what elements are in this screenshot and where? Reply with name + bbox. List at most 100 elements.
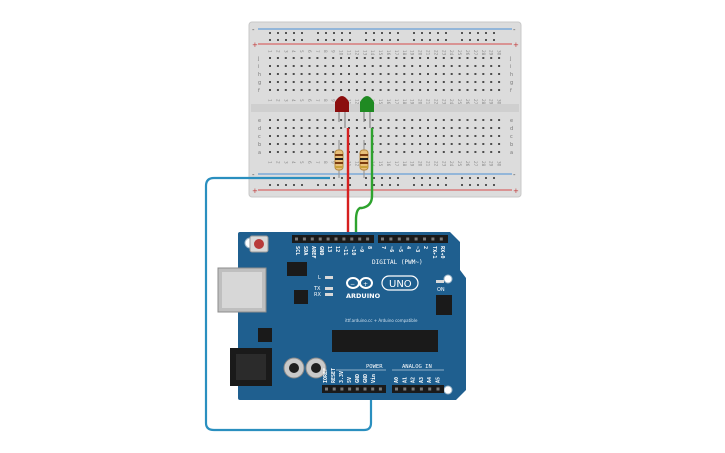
breadboard-hole[interactable] — [434, 127, 437, 129]
rail-hole[interactable] — [485, 32, 487, 34]
breadboard-hole[interactable] — [324, 143, 327, 145]
breadboard-hole[interactable] — [300, 119, 303, 121]
header-pin[interactable] — [340, 387, 344, 391]
breadboard-hole[interactable] — [379, 143, 382, 145]
breadboard-hole[interactable] — [466, 143, 469, 145]
breadboard-hole[interactable] — [292, 73, 295, 75]
breadboard-hole[interactable] — [269, 57, 271, 59]
breadboard-hole[interactable] — [387, 81, 390, 83]
header-pin[interactable] — [332, 387, 336, 391]
breadboard-hole[interactable] — [276, 73, 279, 75]
breadboard-hole[interactable] — [269, 81, 271, 83]
rail-hole[interactable] — [381, 32, 383, 34]
resistor-1[interactable] — [334, 140, 344, 178]
breadboard-hole[interactable] — [490, 89, 493, 91]
breadboard-hole[interactable] — [316, 81, 319, 83]
breadboard-hole[interactable] — [332, 135, 335, 137]
rail-hole[interactable] — [317, 39, 319, 41]
breadboard-hole[interactable] — [269, 73, 271, 75]
breadboard-hole[interactable] — [482, 151, 485, 153]
breadboard-hole[interactable] — [340, 127, 343, 129]
breadboard-hole[interactable] — [340, 135, 343, 137]
rail-hole[interactable] — [277, 184, 279, 186]
breadboard-hole[interactable] — [395, 65, 398, 67]
breadboard-hole[interactable] — [269, 65, 271, 67]
rail-hole[interactable] — [285, 39, 287, 41]
breadboard-hole[interactable] — [450, 119, 453, 121]
rail-hole[interactable] — [333, 39, 335, 41]
breadboard-hole[interactable] — [348, 57, 350, 59]
rail-hole[interactable] — [389, 39, 391, 41]
breadboard-hole[interactable] — [474, 119, 477, 121]
breadboard-hole[interactable] — [450, 135, 453, 137]
breadboard-hole[interactable] — [308, 127, 311, 129]
breadboard-hole[interactable] — [427, 65, 429, 67]
breadboard-hole[interactable] — [379, 127, 382, 129]
breadboard-hole[interactable] — [387, 73, 390, 75]
breadboard-hole[interactable] — [355, 65, 358, 67]
rail-hole[interactable] — [381, 184, 383, 186]
rail-hole[interactable] — [365, 39, 367, 41]
breadboard-hole[interactable] — [284, 127, 287, 129]
breadboard-hole[interactable] — [355, 135, 358, 137]
breadboard-hole[interactable] — [316, 143, 319, 145]
breadboard-hole[interactable] — [363, 73, 366, 75]
breadboard-hole[interactable] — [442, 127, 445, 129]
breadboard-hole[interactable] — [340, 57, 343, 59]
green-led[interactable] — [360, 96, 374, 128]
rail-hole[interactable] — [349, 177, 351, 179]
rail-hole[interactable] — [341, 32, 343, 34]
breadboard-hole[interactable] — [316, 119, 319, 121]
breadboard-hole[interactable] — [442, 81, 445, 83]
breadboard-hole[interactable] — [474, 73, 477, 75]
breadboard-hole[interactable] — [419, 57, 422, 59]
breadboard-hole[interactable] — [355, 81, 358, 83]
breadboard-hole[interactable] — [269, 151, 271, 153]
breadboard-hole[interactable] — [482, 119, 485, 121]
breadboard-hole[interactable] — [419, 73, 422, 75]
breadboard-hole[interactable] — [395, 57, 398, 59]
breadboard-hole[interactable] — [395, 135, 398, 137]
header-pin[interactable] — [371, 387, 375, 391]
header-pin[interactable] — [363, 387, 367, 391]
breadboard-hole[interactable] — [363, 57, 366, 59]
breadboard-hole[interactable] — [442, 151, 445, 153]
rail-hole[interactable] — [285, 32, 287, 34]
breadboard-hole[interactable] — [276, 151, 279, 153]
breadboard-hole[interactable] — [442, 89, 445, 91]
breadboard-hole[interactable] — [379, 73, 382, 75]
rail-hole[interactable] — [293, 184, 295, 186]
breadboard-hole[interactable] — [387, 65, 390, 67]
rail-hole[interactable] — [493, 39, 495, 41]
header-pin[interactable] — [366, 237, 370, 241]
breadboard-hole[interactable] — [482, 65, 485, 67]
breadboard-hole[interactable] — [458, 127, 461, 129]
header-pin[interactable] — [436, 387, 440, 391]
breadboard-hole[interactable] — [411, 65, 414, 67]
breadboard-hole[interactable] — [292, 89, 295, 91]
breadboard-hole[interactable] — [403, 65, 406, 67]
breadboard-hole[interactable] — [450, 127, 453, 129]
breadboard-hole[interactable] — [332, 89, 335, 91]
rail-hole[interactable] — [397, 184, 399, 186]
breadboard-hole[interactable] — [498, 119, 501, 121]
breadboard-hole[interactable] — [363, 81, 366, 83]
breadboard-hole[interactable] — [324, 151, 327, 153]
breadboard-hole[interactable] — [332, 143, 335, 145]
breadboard-hole[interactable] — [348, 89, 350, 91]
breadboard-hole[interactable] — [442, 57, 445, 59]
header-pin[interactable] — [439, 237, 443, 241]
header-pin[interactable] — [423, 237, 426, 241]
header-pin[interactable] — [419, 387, 423, 391]
rail-hole[interactable] — [373, 39, 375, 41]
breadboard-hole[interactable] — [450, 73, 453, 75]
breadboard-hole[interactable] — [450, 81, 453, 83]
header-pin[interactable] — [295, 237, 298, 241]
breadboard-hole[interactable] — [355, 73, 358, 75]
breadboard-hole[interactable] — [434, 143, 437, 145]
breadboard-hole[interactable] — [308, 151, 311, 153]
rail-hole[interactable] — [413, 177, 415, 179]
rail-hole[interactable] — [373, 184, 375, 186]
breadboard-hole[interactable] — [340, 73, 343, 75]
breadboard-hole[interactable] — [348, 119, 350, 121]
